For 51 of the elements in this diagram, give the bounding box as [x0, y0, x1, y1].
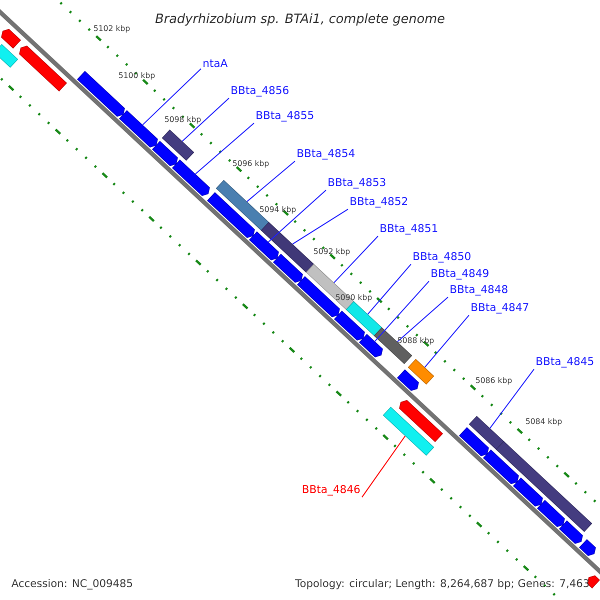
- gene-block: [468, 416, 504, 450]
- gene-block: [0, 44, 18, 68]
- gene-label: ntaA: [204, 59, 228, 68]
- leader-line: [142, 68, 202, 126]
- gene-block: [1, 28, 22, 49]
- gene-label: BBta_4850: [414, 252, 470, 263]
- leader-line: [246, 160, 296, 202]
- leader-line: [396, 296, 448, 342]
- gene-block: [207, 192, 255, 238]
- gene-label: BBta_4855: [256, 111, 314, 122]
- info-text: Accession: NC_009485: [12, 578, 132, 590]
- info-text: Topology: circular; Length: 8,264,687 bp; Genes: 7,463: [295, 578, 589, 590]
- gene-block: [19, 46, 67, 92]
- leader-line: [182, 98, 230, 142]
- leader-line: [367, 264, 412, 315]
- gene-block: [172, 160, 210, 196]
- gene-block: [537, 500, 565, 528]
- gene-block: [559, 520, 583, 544]
- leader-line: [362, 436, 406, 498]
- gene-block: [358, 334, 383, 358]
- gene-block: [579, 539, 596, 556]
- gene-block: [152, 140, 178, 166]
- gene-label: BBta_4847: [472, 303, 528, 314]
- gene-label: BBta_4851: [380, 224, 438, 235]
- gene-block: [272, 254, 303, 283]
- gene-block: [248, 231, 279, 260]
- gene-label: BBta_4854: [298, 149, 355, 160]
- gene-block: [382, 406, 434, 456]
- gene-block: [399, 400, 444, 442]
- gene-block: [162, 130, 194, 161]
- leader-line: [268, 190, 326, 242]
- leader-line: [292, 208, 348, 245]
- gene-label: BBta_4845: [536, 357, 594, 368]
- gene-block: [397, 369, 419, 391]
- gene-label: BBta_4848: [450, 285, 508, 296]
- title: Bradyrhizobium sp. BTAi1, complete genome: [155, 13, 444, 26]
- leader-line: [374, 280, 430, 342]
- leader-line: [334, 236, 378, 284]
- gene-block: [458, 427, 489, 456]
- leader-line: [424, 314, 470, 368]
- gene-label: BBta_4856: [232, 86, 288, 97]
- gene-block: [587, 575, 600, 588]
- gene-block: [483, 450, 519, 484]
- gene-label: BBta_4852: [350, 197, 408, 208]
- gene-block: [496, 441, 592, 532]
- leader-line: [490, 368, 534, 429]
- gene-label: BBta_4849: [432, 269, 488, 280]
- gene-label: BBta_4846: [302, 485, 360, 496]
- gene-label: BBta_4853: [328, 178, 386, 189]
- gene-block: [260, 222, 314, 273]
- leader-line: [194, 122, 254, 174]
